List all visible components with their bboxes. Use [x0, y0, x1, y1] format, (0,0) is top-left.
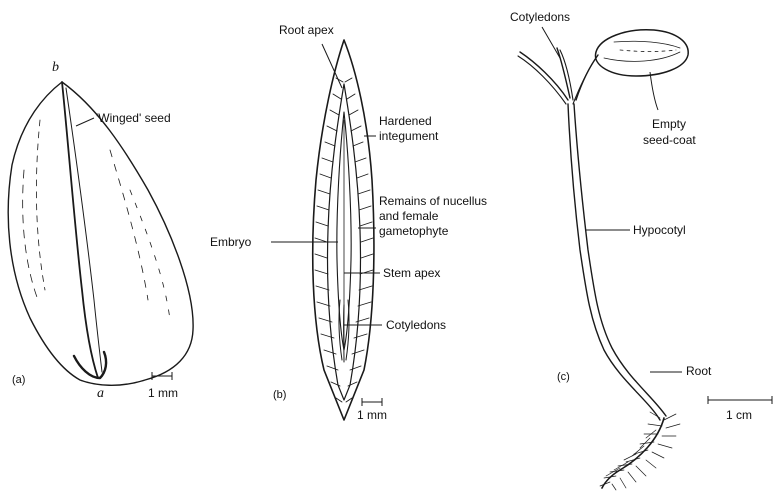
empty-label-2: seed-coat [643, 133, 696, 147]
point-b-label: b [52, 60, 59, 75]
panel-b-scale-label: 1 mm [357, 408, 387, 422]
panel-c-scale-label: 1 cm [726, 408, 752, 422]
panel-c: Cotyledons Empty seed-coat Hypocotyl Roo… [510, 10, 772, 490]
hardened-label-2: integument [379, 129, 439, 143]
remains-label-2: and female [379, 209, 439, 223]
panel-c-scale-bar [708, 396, 772, 404]
panel-a-label: (a) [12, 374, 25, 386]
cotyledons-c-leader [542, 27, 560, 58]
cotyledons-c-label: Cotyledons [510, 10, 570, 24]
panel-b-scale-bar [362, 398, 382, 406]
panel-b: Root apex Hardened integument Remains of… [210, 23, 487, 422]
embryo-label: Embryo [210, 235, 252, 249]
seedling-drawing [518, 30, 688, 490]
hypocotyl-label: Hypocotyl [633, 223, 686, 237]
empty-label-1: Empty [652, 117, 686, 131]
empty-seed-coat-leader [650, 72, 658, 110]
remains-label-1: Remains of nucellus [379, 194, 487, 208]
hardened-label-1: Hardened [379, 114, 432, 128]
panel-a-scale-label: 1 mm [148, 386, 178, 400]
cotyledons-b-label: Cotyledons [386, 318, 446, 332]
root-apex-label: Root apex [279, 23, 334, 37]
winged-seed-leader [76, 118, 94, 126]
stem-apex-label: Stem apex [383, 266, 440, 280]
winged-seed-callout: 'Winged' seed [96, 111, 171, 125]
remains-label-3: gametophyte [379, 224, 449, 238]
panel-c-label: (c) [557, 371, 570, 383]
panel-a: b a 'Winged' seed (a) 1 mm [8, 60, 193, 401]
point-a-label: a [97, 386, 104, 401]
root-label: Root [686, 364, 712, 378]
seed-section-drawing [313, 40, 374, 420]
panel-b-label: (b) [273, 389, 286, 401]
winged-seed-drawing [8, 82, 193, 385]
